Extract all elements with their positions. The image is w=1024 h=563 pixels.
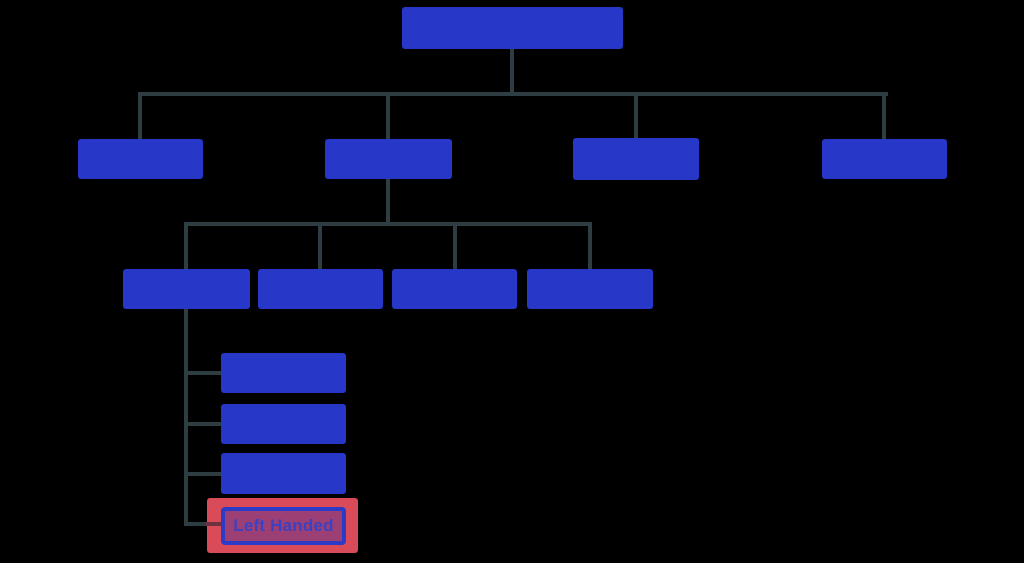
connector-level4-trunk	[184, 309, 188, 526]
connector-level5-stub-overlap	[206, 522, 222, 526]
node-level2-1	[78, 139, 203, 179]
connector-branch2-drop	[386, 179, 390, 226]
node-level3-1	[123, 269, 250, 309]
node-level4-1	[221, 353, 346, 393]
node-level3-2	[258, 269, 383, 309]
node-level4-2	[221, 404, 346, 444]
node-level3-3	[392, 269, 517, 309]
connector-level2-drop-4	[882, 92, 886, 139]
connector-level2-drop-2	[386, 92, 390, 139]
connector-level3-rail	[184, 222, 592, 226]
node-left-handed: Left Handed	[221, 507, 346, 545]
connector-level4-stub-1	[184, 371, 221, 375]
connector-level2-drop-3	[634, 92, 638, 139]
node-left-handed-label: Left Handed	[233, 516, 334, 535]
connector-level2-rail	[138, 92, 888, 96]
connector-level3-drop-2	[318, 222, 322, 269]
node-level3-4	[527, 269, 653, 309]
connector-root-drop	[510, 49, 514, 96]
node-level2-3	[573, 138, 699, 180]
connector-level4-stub-2	[184, 422, 221, 426]
connector-level4-stub-3	[184, 472, 221, 476]
node-level2-4	[822, 139, 947, 179]
node-level2-2	[325, 139, 452, 179]
connector-level3-drop-4	[588, 222, 592, 269]
connector-level5-stub	[184, 522, 208, 526]
node-level4-3	[221, 453, 346, 494]
node-root	[402, 7, 623, 49]
connector-level2-drop-1	[138, 92, 142, 139]
connector-level3-drop-1	[184, 222, 188, 269]
connector-level3-drop-3	[453, 222, 457, 269]
